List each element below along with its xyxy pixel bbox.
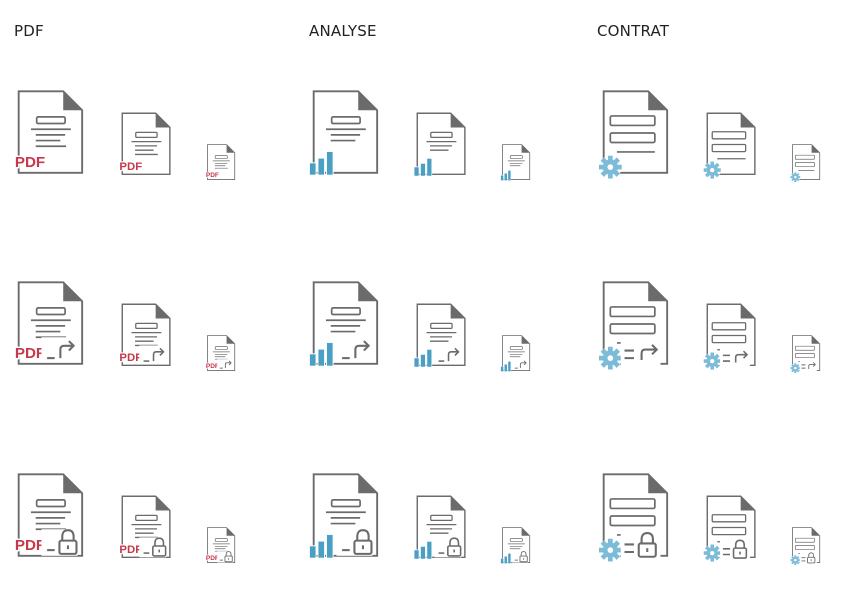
contract-file-icon	[703, 493, 757, 562]
analysis-file-icon	[500, 143, 531, 182]
pdf-file-icon: PDF	[205, 334, 236, 373]
contract-file-icon	[703, 110, 757, 179]
svg-text:PDF: PDF	[206, 555, 219, 562]
svg-text:PDF: PDF	[206, 172, 219, 179]
pdf-file-icon: PDF	[205, 526, 236, 565]
analysis-file-icon	[500, 334, 531, 373]
svg-text:PDF: PDF	[15, 154, 45, 171]
analysis-file-icon	[413, 493, 467, 562]
svg-text:PDF: PDF	[15, 345, 45, 362]
contract-file-icon	[790, 334, 821, 373]
contract-file-icon	[790, 526, 821, 565]
analysis-file-icon	[413, 301, 467, 370]
pdf-file-icon: PDF	[118, 110, 172, 179]
svg-text:PDF: PDF	[119, 161, 142, 173]
contract-file-icon	[703, 301, 757, 370]
analysis-file-icon	[308, 470, 380, 562]
analysis-file-icon	[308, 278, 380, 370]
column-title-pdf: PDF	[14, 22, 44, 40]
pdf-file-icon: PDF	[118, 493, 172, 562]
pdf-file-icon: PDF	[13, 278, 85, 370]
analysis-file-icon	[308, 87, 380, 179]
contract-file-icon	[598, 278, 670, 370]
pdf-file-icon: PDF	[118, 301, 172, 370]
analysis-file-icon	[413, 110, 467, 179]
svg-text:PDF: PDF	[15, 537, 45, 554]
contract-file-icon	[790, 143, 821, 182]
column-title-contrat: CONTRAT	[597, 22, 670, 40]
column-title-analyse: ANALYSE	[309, 22, 377, 40]
pdf-file-icon: PDF	[13, 87, 85, 179]
contract-file-icon	[598, 87, 670, 179]
svg-text:PDF: PDF	[119, 352, 142, 364]
pdf-file-icon: PDF	[13, 470, 85, 562]
svg-text:PDF: PDF	[206, 363, 219, 370]
svg-text:PDF: PDF	[119, 544, 142, 556]
contract-file-icon	[598, 470, 670, 562]
pdf-file-icon: PDF	[205, 143, 236, 182]
analysis-file-icon	[500, 526, 531, 565]
